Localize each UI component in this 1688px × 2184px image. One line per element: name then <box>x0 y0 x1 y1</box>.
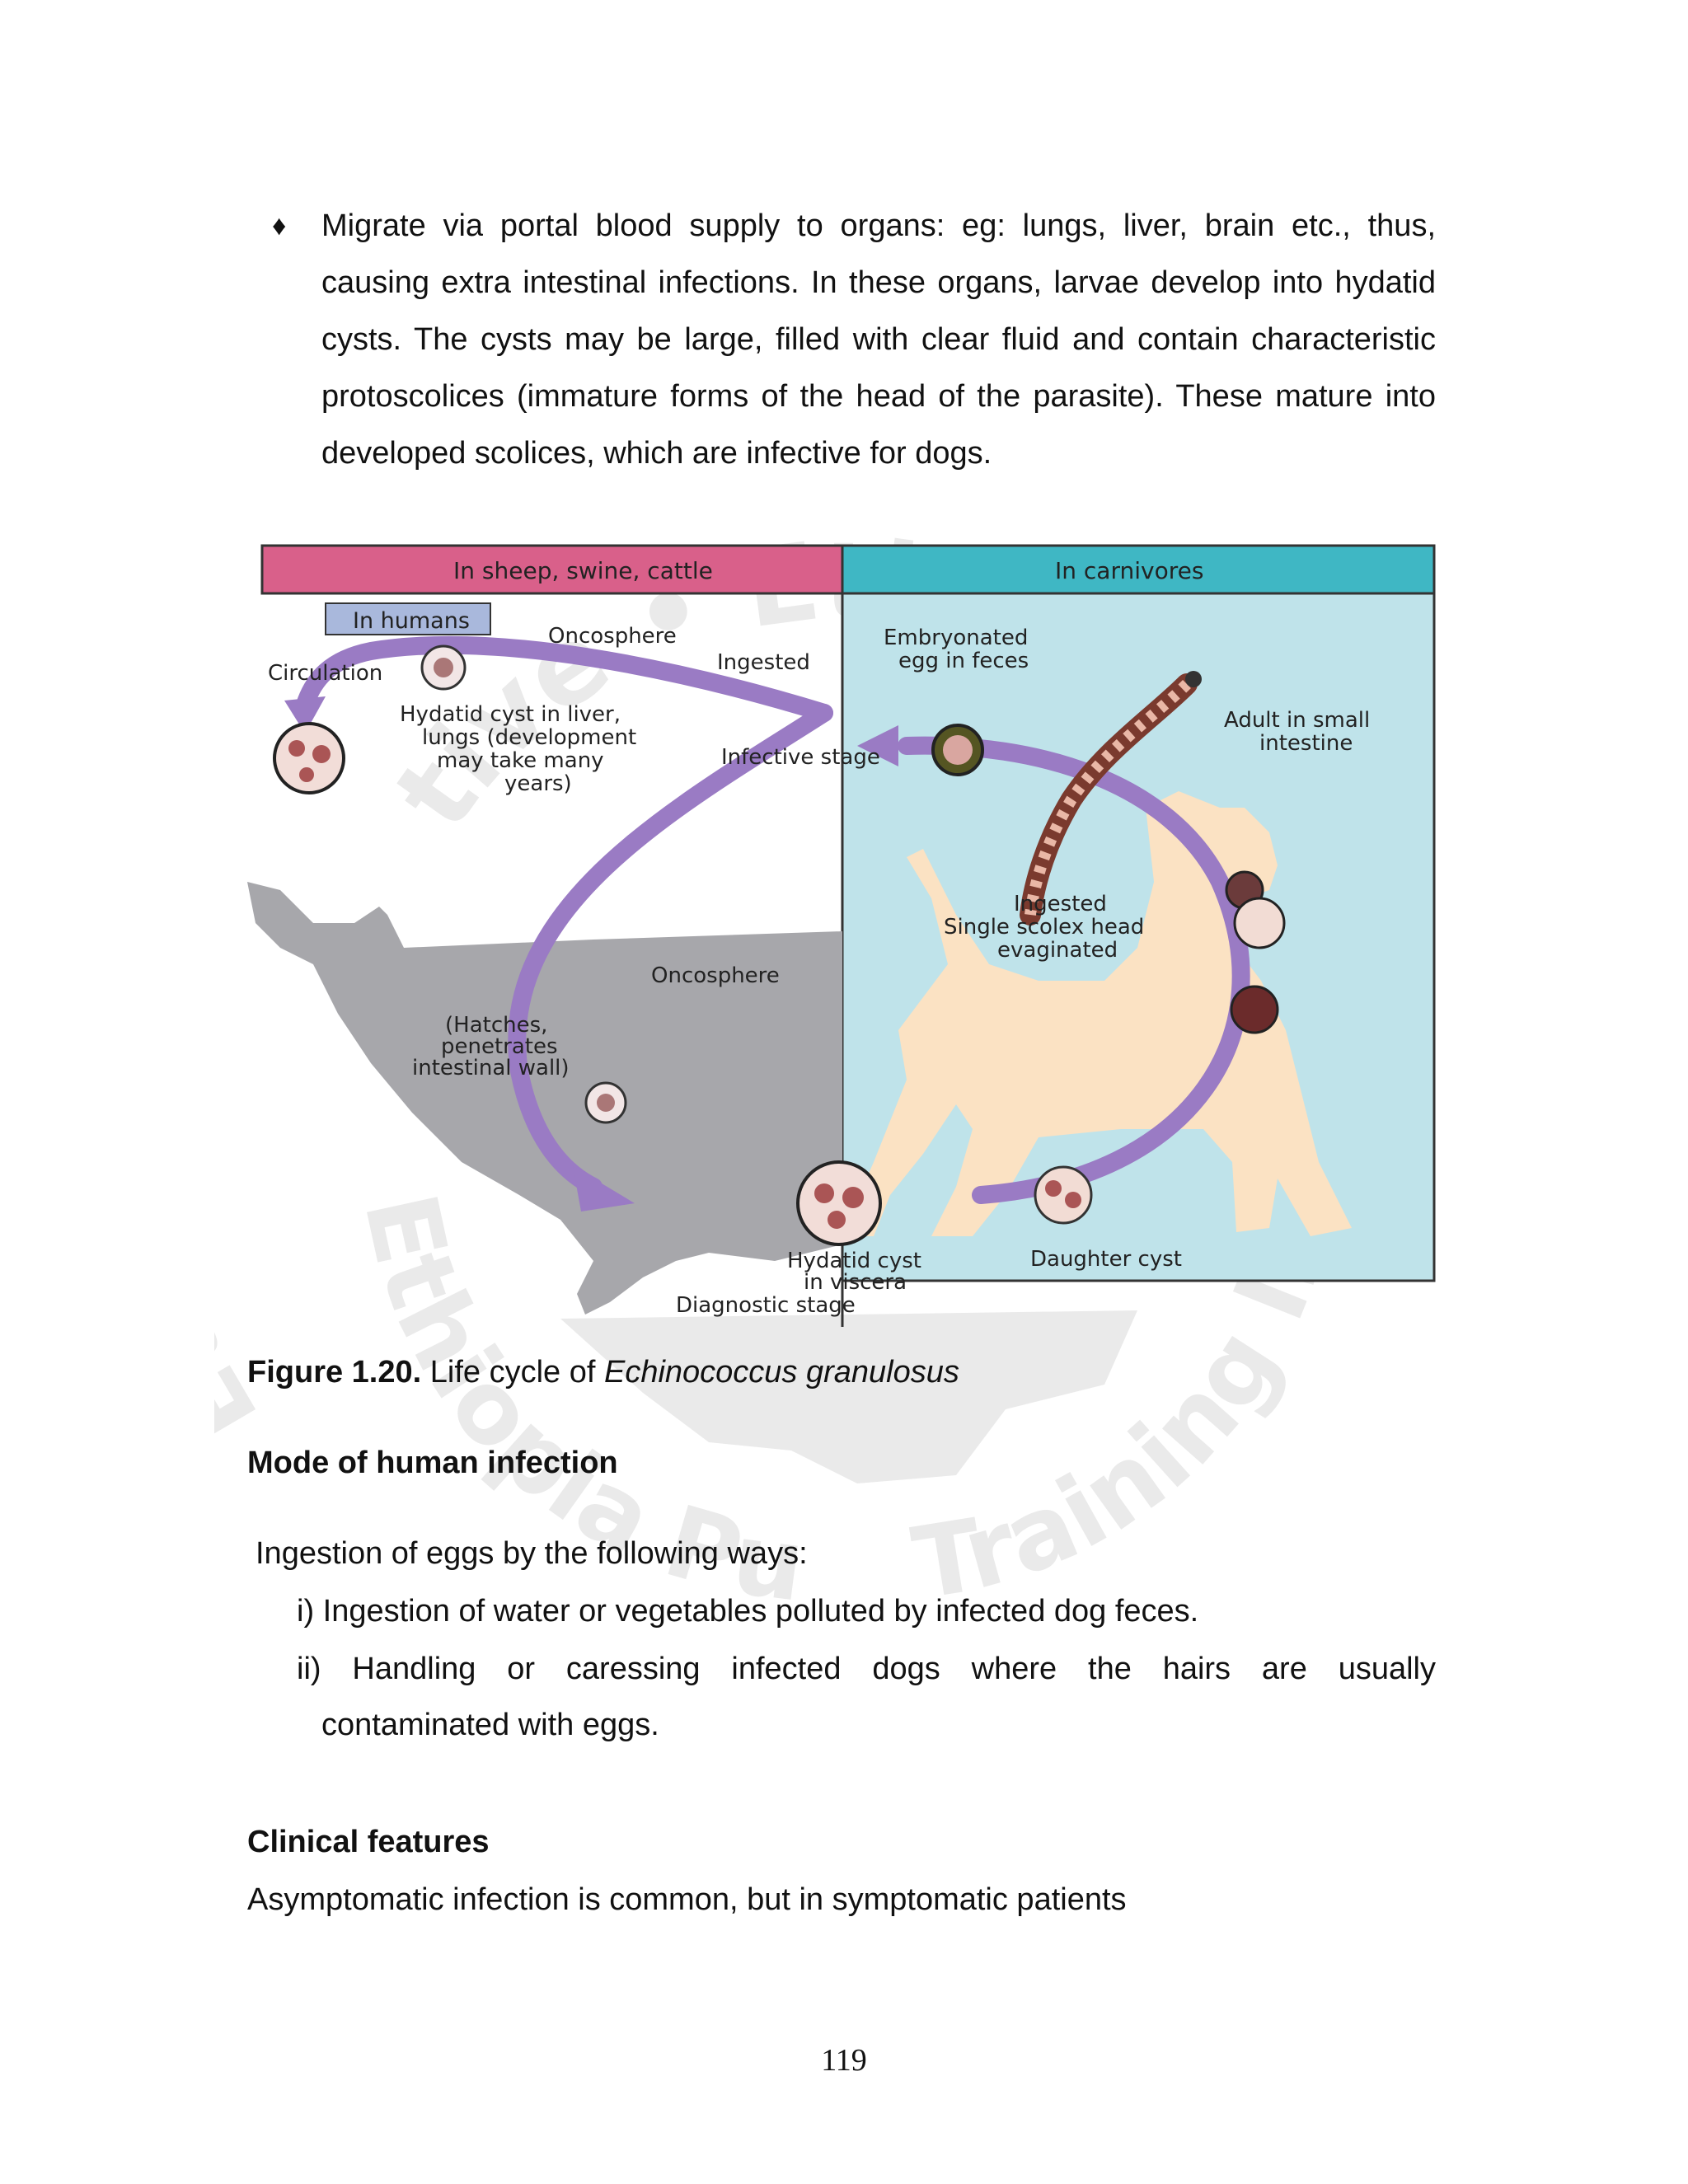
hydatid-liver-label-2: lungs (development <box>422 725 636 750</box>
oncosphere-mid-label: Oncosphere <box>651 963 780 988</box>
embryonated-label-2: egg in feces <box>898 649 1029 673</box>
caption-species: Echinococcus granulosus <box>603 1355 959 1390</box>
daughter-cyst <box>1034 1165 1093 1225</box>
adult-label-2: intestine <box>1259 731 1353 756</box>
watermark-map-shape <box>560 1310 1137 1483</box>
circulation-arrow-head <box>284 696 326 733</box>
sheep-silhouette <box>247 882 842 1315</box>
ingested-top-label: Ingested <box>717 650 810 675</box>
diagnostic-stage-label: Diagnostic stage <box>676 1293 856 1318</box>
hydatid-liver-label-4: years) <box>504 771 572 796</box>
hydatid-viscera-label-1: Hydatid cyst <box>787 1249 921 1273</box>
figure-caption: Figure 1.20. Life cycle of Echinococcus … <box>247 1352 959 1393</box>
carnivore-cycle-arrow <box>898 736 1250 1204</box>
oncosphere-top-egg <box>420 644 467 691</box>
header-right-label: In carnivores <box>1055 557 1203 584</box>
oncosphere-mid-egg <box>584 1081 627 1124</box>
header-left-bar <box>260 544 844 595</box>
way-item-1: i) Ingestion of water or vegetables poll… <box>297 1594 1199 1629</box>
ingested-dog-label-1: Ingested <box>1014 892 1107 916</box>
circulation-arrow <box>296 635 833 722</box>
page-number: 119 <box>821 2043 867 2078</box>
way-item-2-line-1: ii) Handling or caressing infected dogs … <box>297 1652 1436 1686</box>
header-left-label: In sheep, swine, cattle <box>453 557 713 584</box>
carnivore-arrow-head <box>857 725 898 766</box>
hydatid-cyst-viscera <box>796 1160 882 1246</box>
embryonated-egg <box>931 724 984 776</box>
hatches-label-2: penetrates <box>441 1034 558 1059</box>
carnivore-panel <box>841 592 1436 1282</box>
hydatid-cyst-liver <box>273 722 345 794</box>
way-item-2-line-2: contaminated with eggs. <box>321 1708 659 1742</box>
life-cycle-figure: In sheep, swine, cattle In carnivores In… <box>247 544 1436 1327</box>
daughter-cyst-label: Daughter cyst <box>1030 1247 1182 1272</box>
ingested-scolex-cysts <box>1225 870 1286 1034</box>
infective-arrow <box>508 704 833 1196</box>
in-humans-label: In humans <box>353 608 470 634</box>
infective-arrow-head <box>573 1166 635 1212</box>
caption-text: Life cycle of <box>421 1355 604 1390</box>
hydatid-viscera-label-2: in viscera <box>804 1270 907 1295</box>
in-humans-box <box>325 602 491 635</box>
circulation-label: Circulation <box>268 661 382 686</box>
hatches-label-3: intestinal wall) <box>412 1056 570 1080</box>
ingestion-intro: Ingestion of eggs by the following ways: <box>256 1536 808 1571</box>
embryonated-label-1: Embryonated <box>884 626 1028 650</box>
hydatid-liver-label-3: may take many <box>437 748 604 773</box>
header-right-bar <box>841 544 1436 595</box>
ingested-dog-label-2: Single scolex head <box>944 915 1144 940</box>
hatches-label-1: (Hatches, <box>445 1013 547 1038</box>
mode-heading: Mode of human infection <box>247 1446 618 1480</box>
clinical-text: Asymptomatic infection is common, but in… <box>247 1882 1127 1917</box>
infective-stage-label: Infective stage <box>721 745 880 770</box>
caption-label: Figure 1.20. <box>247 1355 422 1390</box>
hydatid-liver-label-1: Hydatid cyst in liver, <box>400 702 621 727</box>
adult-label-1: Adult in small <box>1224 708 1370 733</box>
clinical-heading: Clinical features <box>247 1825 490 1859</box>
ingested-dog-label-3: evaginated <box>997 938 1118 963</box>
adult-worm <box>1020 671 1202 926</box>
diamond-bullet-icon: ♦ <box>272 210 287 241</box>
bullet-paragraph: ♦ Migrate via portal blood supply to org… <box>272 198 1436 482</box>
oncosphere-top-label: Oncosphere <box>548 624 677 649</box>
bullet-text: Migrate via portal blood supply to organ… <box>321 209 1436 471</box>
